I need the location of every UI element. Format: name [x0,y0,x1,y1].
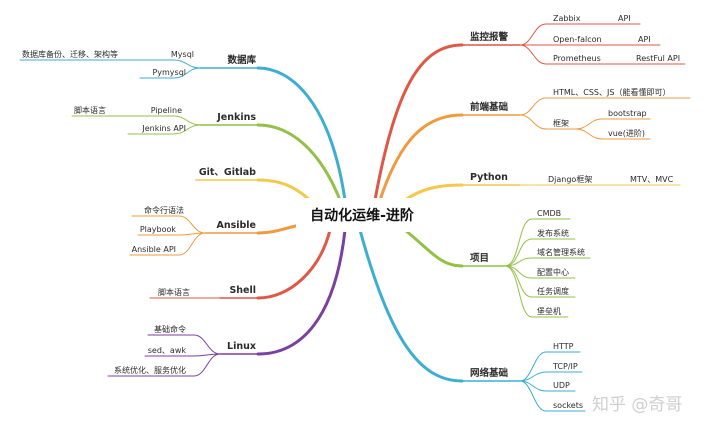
node-tcpip: TCP/IP [552,362,578,371]
center-title: 自动化运维-进阶 [310,207,415,224]
node-pymysql: Pymysql [152,68,186,77]
node-fabu: 发布系统 [537,228,569,238]
node-baolei: 堡垒机 [537,306,561,316]
link-shell [256,228,332,300]
branch-qianduan: 前端基础 [470,101,509,113]
branch-shell: Shell [229,285,256,296]
branch-wangluo: 网络基础 [470,367,509,379]
node-sys-opt: 系统优化、服务优化 [114,365,186,375]
node-pipeline: Pipeline [151,106,182,115]
node-basic-cmd: 基础命令 [154,324,186,334]
node-html-css-js: HTML、CSS、JS（能看懂即可） [553,87,670,97]
link-jenkins [256,123,342,202]
branch-xiangmu: 项目 [470,253,489,264]
link-linux [256,228,347,356]
link-qianduan [378,113,464,202]
node-peizhi: 配置中心 [537,267,569,277]
node-pipeline-script: 脚本语言 [74,105,106,115]
branch-ansible: Ansible [216,220,256,231]
branch-jiankong: 监控报警 [470,31,509,43]
branch-git: Git、Gitlab [199,167,256,178]
node-zabbix: Zabbix [553,14,581,23]
node-mtv-mvc: MTV、MVC [630,175,674,184]
node-django: Django框架 [548,174,592,184]
branch-python: Python [470,172,508,183]
link-ansible [256,223,302,235]
node-renwu: 任务调度 [537,286,569,296]
node-shell-script: 脚本语言 [158,287,190,297]
node-vue: vue(进阶) [608,128,645,138]
node-udp: UDP [553,381,570,390]
branch-linux: Linux [227,341,256,352]
node-kuangjia: 框架 [553,118,569,128]
node-http: HTTP [553,342,574,351]
branch-jenkins: Jenkins [216,112,256,123]
node-open-falcon-api: API [638,35,651,44]
link-xiangmu [403,228,464,268]
node-mysql-detail: 数据库备份、迁移、架构等 [22,49,118,59]
node-prometheus-api: RestFul API [636,54,680,63]
node-prometheus: Prometheus [553,54,601,63]
node-yuming: 域名管理系统 [537,247,585,257]
center-box [296,198,429,232]
link-shujuku [256,66,347,202]
node-playbook: Playbook [140,225,177,234]
node-cmdb: CMDB [537,209,561,218]
branch-shujuku: 数据库 [226,54,256,66]
node-zabbix-api: API [618,14,631,23]
node-mysql: Mysql [171,50,194,59]
link-python [403,183,464,202]
node-bootstrap: bootstrap [608,109,647,118]
center-node: 自动化运维-进阶 [296,198,429,232]
link-wangluo [358,228,464,383]
link-jiankong [373,43,464,202]
node-cli-syntax: 命令行语法 [144,205,184,215]
node-jenkins-api: Jenkins API [141,124,186,133]
node-open-falcon: Open-falcon [553,35,602,44]
node-ansible-api: Ansible API [132,245,176,254]
watermark: 知乎 @奇哥 [592,395,682,415]
node-sed-awk: sed、awk [148,346,187,355]
node-sockets: sockets [553,401,583,410]
connector-lines [19,23,691,412]
